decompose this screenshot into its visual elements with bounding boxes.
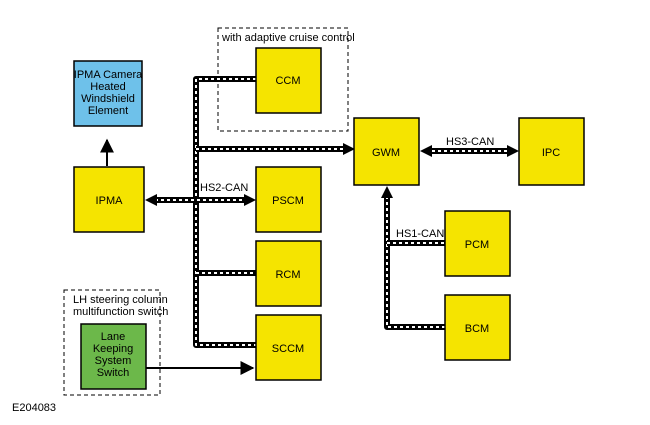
svg-text:Switch: Switch	[97, 367, 129, 379]
arrowhead-hs3-left	[420, 145, 432, 157]
arrowhead-hs3-right	[507, 145, 519, 157]
module-pcm[interactable]: PCM	[444, 210, 511, 277]
svg-text:PCM: PCM	[465, 239, 489, 251]
lh-switch-group-label-1: LH steering column	[73, 294, 168, 306]
module-rcm[interactable]: RCM	[255, 240, 322, 307]
module-lks-switch[interactable]: Lane Keeping System Switch	[80, 323, 147, 390]
svg-text:IPMA Camera: IPMA Camera	[74, 69, 143, 81]
svg-text:System: System	[95, 355, 132, 367]
hs1-can-label: HS1-CAN	[396, 228, 444, 240]
svg-text:Windshield: Windshield	[81, 93, 135, 105]
arrowhead-to-ipma	[145, 194, 157, 206]
figure-id: E204083	[12, 402, 56, 414]
svg-text:PSCM: PSCM	[272, 195, 304, 207]
module-sccm[interactable]: SCCM	[255, 314, 322, 381]
svg-text:Element: Element	[88, 105, 128, 117]
module-ipma[interactable]: IPMA	[73, 166, 145, 233]
svg-text:Keeping: Keeping	[93, 343, 133, 355]
svg-text:RCM: RCM	[275, 269, 300, 281]
svg-text:BCM: BCM	[465, 323, 489, 335]
module-ipma-camera[interactable]: IPMA Camera Heated Windshield Element	[73, 60, 143, 127]
module-ipc[interactable]: IPC	[518, 117, 585, 186]
arrowhead-to-pscm	[244, 194, 256, 206]
svg-text:Heated: Heated	[90, 81, 125, 93]
module-gwm[interactable]: GWM	[353, 117, 420, 186]
module-bcm[interactable]: BCM	[444, 294, 511, 361]
module-ccm[interactable]: CCM	[255, 47, 322, 114]
arrowhead-to-gwm	[343, 143, 355, 155]
module-pscm[interactable]: PSCM	[255, 166, 322, 233]
svg-text:Lane: Lane	[101, 331, 125, 343]
arrowhead-hs1-up	[381, 186, 393, 198]
svg-text:CCM: CCM	[275, 75, 300, 87]
lh-switch-group-box	[63, 289, 161, 396]
svg-text:IPMA: IPMA	[96, 195, 124, 207]
svg-text:IPC: IPC	[542, 147, 560, 159]
hs1-can-bus	[384, 196, 445, 330]
svg-text:GWM: GWM	[372, 147, 400, 159]
hs2-can-bus	[155, 76, 345, 348]
lh-switch-group-label-2: multifunction switch	[73, 306, 168, 318]
hs3-can-label: HS3-CAN	[446, 136, 494, 148]
acc-group-label: with adaptive cruise control	[221, 32, 355, 44]
svg-text:SCCM: SCCM	[272, 343, 304, 355]
hs2-can-label: HS2-CAN	[200, 182, 248, 194]
